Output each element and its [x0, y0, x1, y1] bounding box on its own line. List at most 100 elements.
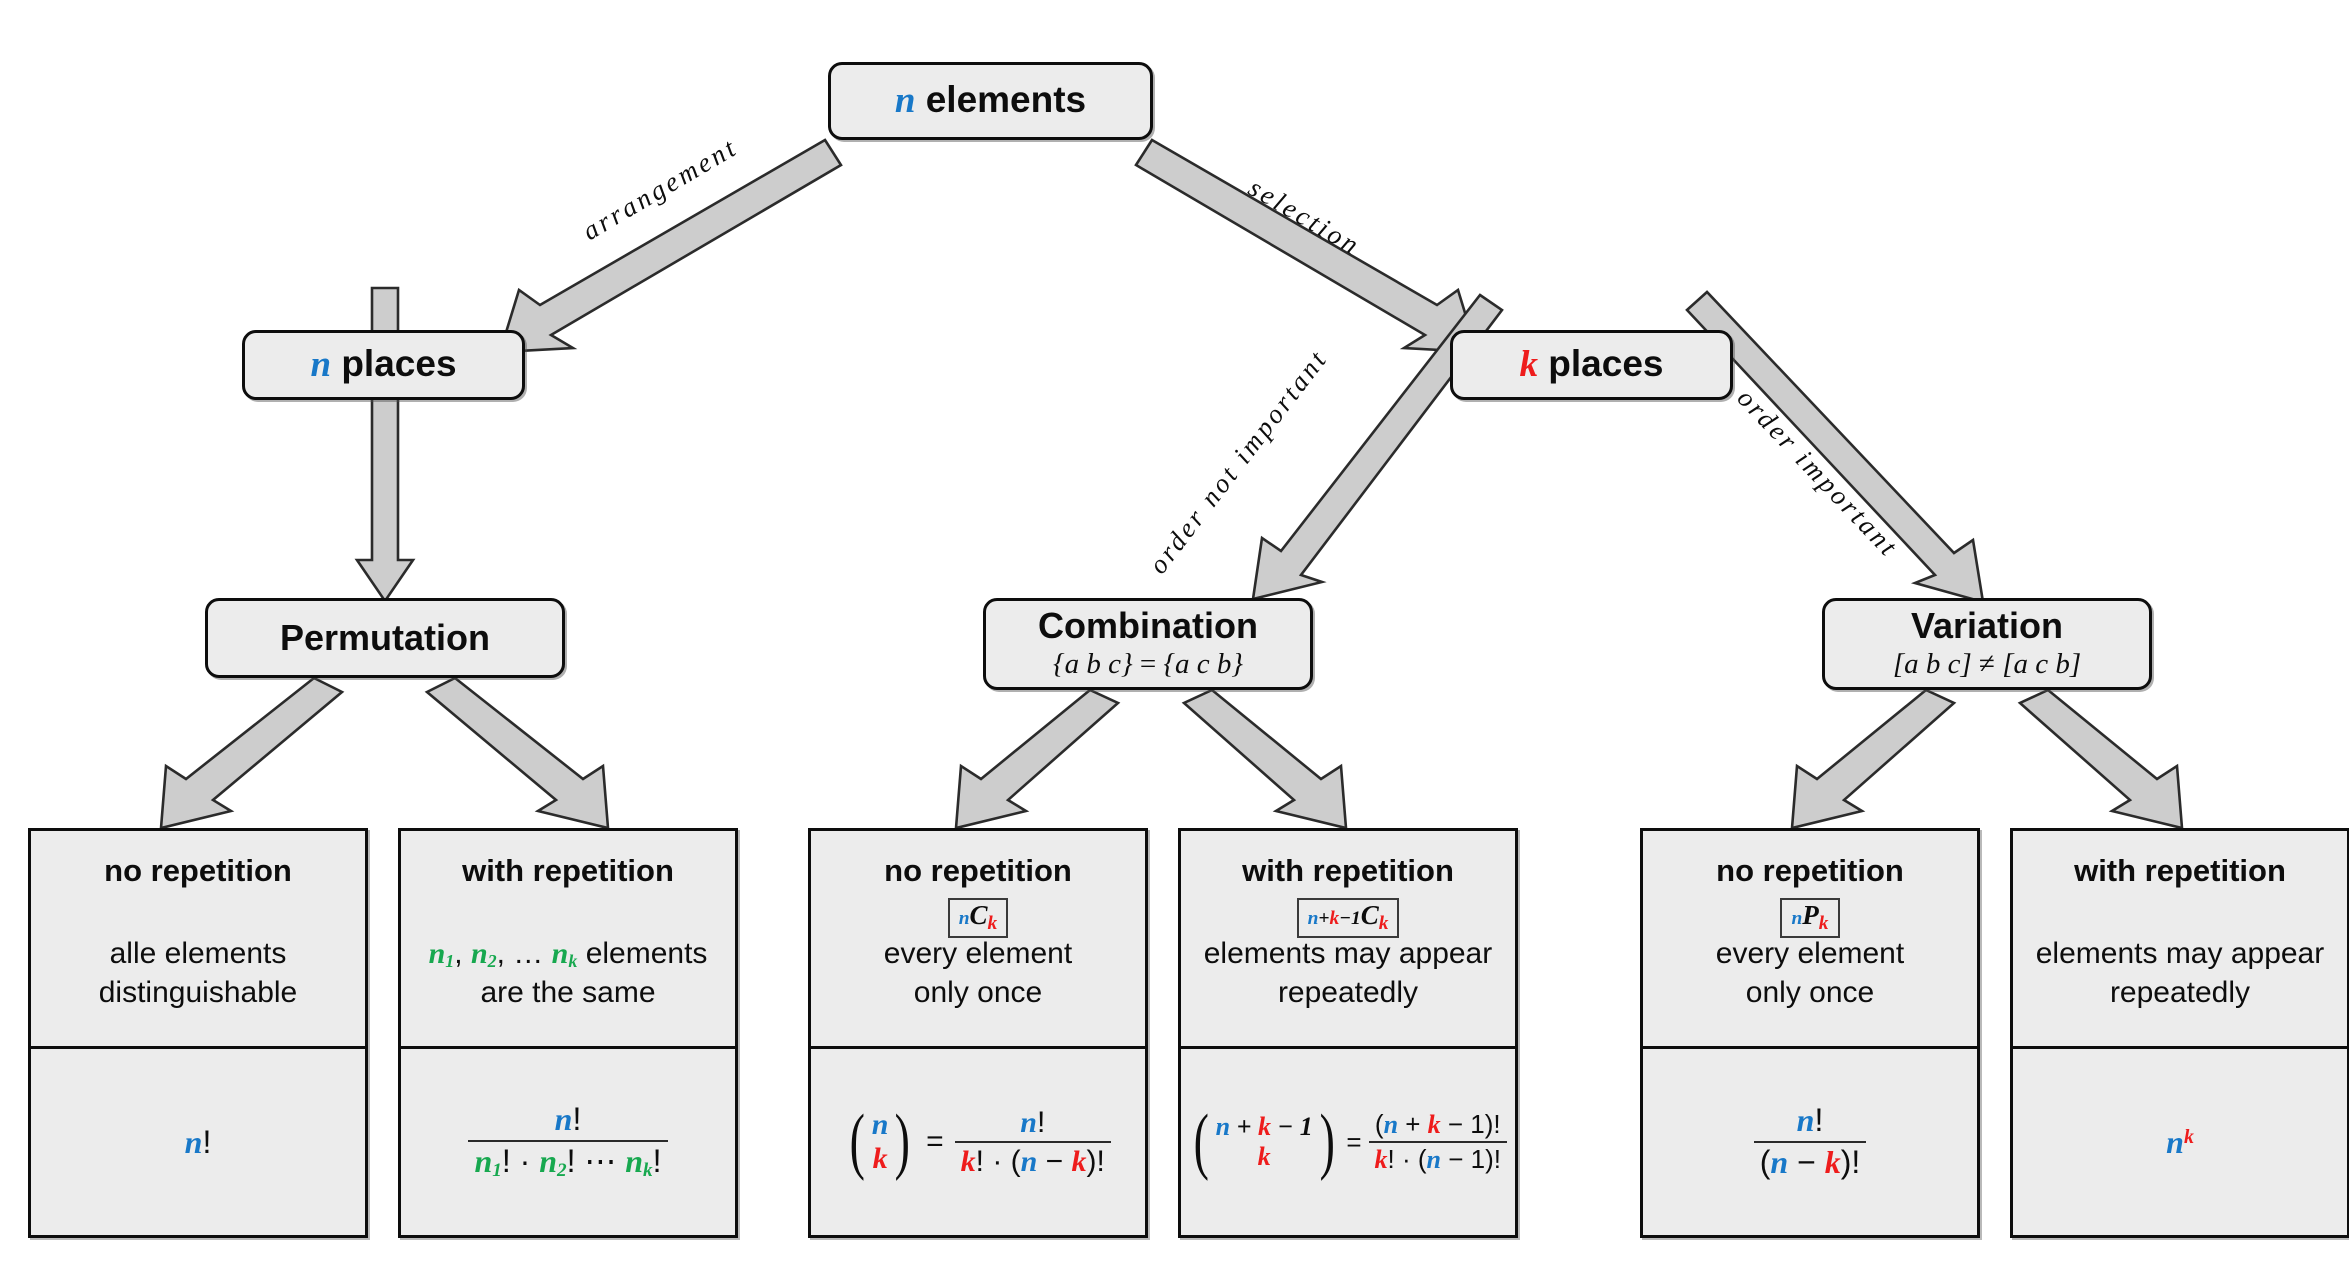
leaf-comb-no-rep-upper: no repetition nCk every element only onc… [811, 831, 1145, 1049]
arrow-combination-right [1181, 688, 1348, 830]
notation-npluskminus1Ck: n+k−1Ck [1296, 898, 1400, 939]
factorial-sign: ! [202, 1123, 212, 1160]
fraction-numerator: n! [1796, 1102, 1824, 1139]
fraction-denominator: (n − k)! [1753, 1141, 1867, 1180]
leaf-desc-line2: are the same [480, 975, 656, 1009]
leaf-desc-line1: every element [1715, 937, 1905, 971]
leaf-perm-no-rep[interactable]: no repetition alle elements distinguisha… [28, 828, 368, 1238]
variable-n: n [2166, 1123, 2184, 1160]
fraction-numerator: n! [1020, 1105, 1046, 1139]
leaf-desc-line2: repeatedly [2109, 975, 2251, 1009]
leaf-desc-line1: n1, n2, … nk elements [428, 937, 708, 972]
variation-relation: ≠ [1979, 648, 1995, 681]
arrow-permutation-left [159, 676, 345, 830]
variable-k: k [1818, 912, 1829, 934]
node-combination[interactable]: Combination {a b c} = {a c b} [983, 598, 1313, 690]
node-n-elements-text: elements [925, 79, 1087, 121]
arrow-combination-left [954, 688, 1121, 830]
leaf-head: with repetition [462, 853, 674, 888]
leaf-perm-no-rep-upper: no repetition alle elements distinguisha… [31, 831, 365, 1049]
variable-n: n [894, 80, 916, 122]
node-k-places-label: k places [1519, 343, 1664, 386]
symbol-C: C [1360, 900, 1379, 930]
leaf-comb-no-rep[interactable]: no repetition nCk every element only onc… [808, 828, 1148, 1238]
variable-k: k [2183, 1125, 2194, 1148]
equals-sign: = [1346, 1126, 1362, 1157]
notation-nCk: nCk [947, 898, 1009, 939]
combination-set-left: {a b c} [1052, 648, 1133, 681]
leaf-head: no repetition [104, 853, 292, 888]
arrow-arrangement [498, 138, 843, 354]
node-n-elements[interactable]: n elements [828, 62, 1153, 140]
leaf-description: elements may appear repeatedly [2013, 935, 2347, 1012]
leaf-head: with repetition [2074, 853, 2286, 888]
fraction-numerator: n! [554, 1101, 582, 1138]
leaf-desc-line2: distinguishable [98, 975, 298, 1009]
leaf-desc-word: elements [585, 937, 708, 971]
fraction-denominator: k! · (n − 1)! [1368, 1141, 1507, 1173]
leaf-description: elements may appear repeatedly [1181, 935, 1515, 1012]
leaf-description: n1, n2, … nk elements are the same [401, 935, 735, 1012]
arrow-variation-left [1790, 688, 1957, 830]
node-n-elements-label: n elements [894, 79, 1087, 122]
leaf-var-with-rep-upper: with repetition elements may appear repe… [2013, 831, 2347, 1049]
leaf-formula: nk [2013, 1049, 2347, 1235]
node-variation[interactable]: Variation [a b c] ≠ [a c b] [1822, 598, 2152, 690]
arrow-selection [1134, 138, 1479, 354]
fraction: (n + k − 1)! k! · (n − 1)! [1368, 1108, 1507, 1174]
fraction: n! n1! · n2! ⋯ nk! [468, 1101, 668, 1181]
leaf-perm-with-rep[interactable]: with repetition n1, n2, … nk elements ar… [398, 828, 738, 1238]
variable-n: n [310, 344, 332, 386]
leaf-desc-line2: repeatedly [1277, 975, 1419, 1009]
symbol-C: C [969, 900, 988, 930]
node-n-places-text: places [341, 343, 457, 385]
leaf-comb-with-rep[interactable]: with repetition n+k−1Ck elements may app… [1178, 828, 1518, 1238]
variation-seq-left: [a b c] [1892, 648, 1972, 681]
leaf-perm-with-rep-upper: with repetition n1, n2, … nk elements ar… [401, 831, 735, 1049]
combination-set-right: {a c b} [1163, 648, 1243, 681]
leaf-comb-with-rep-upper: with repetition n+k−1Ck elements may app… [1181, 831, 1515, 1049]
variable-n: n [1791, 908, 1803, 929]
variable-n: n [184, 1123, 203, 1160]
node-k-places[interactable]: k places [1450, 330, 1733, 400]
node-permutation-title: Permutation [279, 617, 491, 659]
fraction-denominator: k! · (n − k)! [954, 1141, 1111, 1178]
leaf-description: every element only once [811, 935, 1145, 1012]
node-variation-subtitle: [a b c] ≠ [a c b] [1893, 649, 2081, 681]
leaf-desc-line2: only once [1745, 975, 1875, 1009]
node-combination-title: Combination [1038, 604, 1258, 646]
node-combination-subtitle: {a b c} = {a c b} [1053, 649, 1243, 681]
symbol-P: P [1802, 900, 1819, 930]
node-variation-title: Variation [1910, 604, 2064, 646]
variable-k: k [1519, 344, 1539, 386]
node-permutation[interactable]: Permutation [205, 598, 565, 678]
variation-seq-right: [a c b] [2002, 648, 2082, 681]
variable-k: k [987, 912, 998, 934]
variable-n1: n1 [428, 937, 455, 972]
node-n-places-label: n places [310, 343, 457, 386]
leaf-var-no-rep-upper: no repetition nPk every element only onc… [1643, 831, 1977, 1049]
leaf-var-no-rep[interactable]: no repetition nPk every element only onc… [1640, 828, 1980, 1238]
leaf-head: with repetition [1242, 853, 1454, 888]
leaf-desc-line1: alle elements [109, 937, 287, 971]
combination-relation: = [1139, 648, 1157, 681]
node-k-places-text: places [1548, 343, 1664, 385]
node-n-places[interactable]: n places [242, 330, 525, 400]
leaf-desc-line1: elements may appear [1203, 937, 1493, 971]
equals-sign: = [926, 1125, 944, 1158]
leaf-description: every element only once [1643, 935, 1977, 1012]
leaf-head: no repetition [1716, 853, 1904, 888]
leaf-var-with-rep[interactable]: with repetition elements may appear repe… [2010, 828, 2349, 1238]
leaf-desc-line2: only once [913, 975, 1043, 1009]
leaf-description: alle elements distinguishable [31, 935, 365, 1012]
leaf-formula: n! n1! · n2! ⋯ nk! [401, 1049, 735, 1235]
variable-nk: nk [551, 937, 578, 972]
fraction-numerator: (n + k − 1)! [1374, 1108, 1501, 1139]
variable-n2: n2 [470, 937, 497, 972]
